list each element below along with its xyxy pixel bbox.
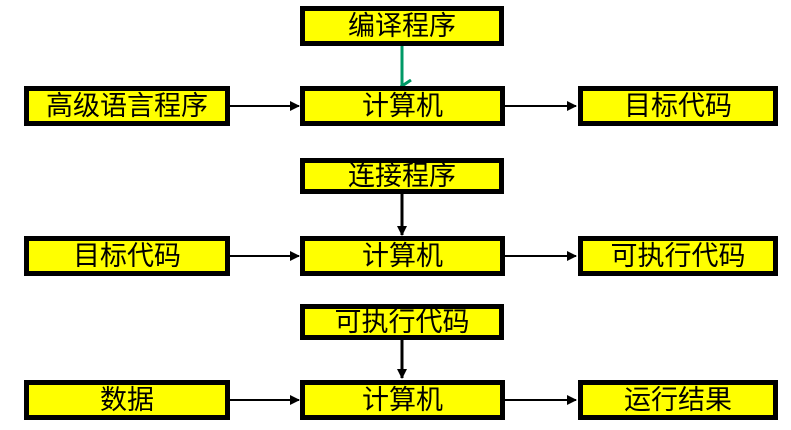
box-row1-right: 目标代码 — [578, 86, 778, 126]
box-row1-center: 计算机 — [300, 86, 505, 126]
box-row2-left: 目标代码 — [24, 236, 230, 276]
box-row3-left: 数据 — [24, 380, 230, 420]
box-row1-top: 编译程序 — [300, 6, 504, 46]
box-row2-center: 计算机 — [300, 236, 505, 276]
box-row2-top: 连接程序 — [300, 158, 504, 194]
box-row2-right: 可执行代码 — [578, 236, 778, 276]
box-row1-left: 高级语言程序 — [24, 86, 230, 126]
box-row3-center: 计算机 — [300, 380, 505, 420]
box-row3-top: 可执行代码 — [300, 304, 504, 340]
box-row3-right: 运行结果 — [578, 380, 778, 420]
